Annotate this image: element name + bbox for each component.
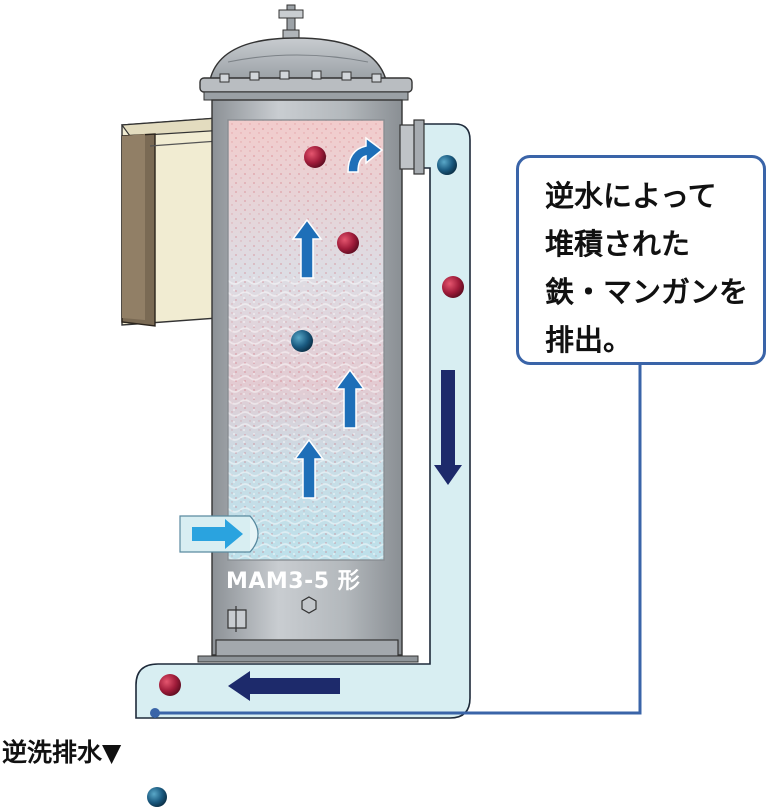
callout-line: 排出。: [545, 323, 633, 357]
inlet-arrow-icon: [192, 519, 243, 549]
down-arrow-icon: [434, 370, 462, 485]
manganese-particle: [437, 155, 457, 175]
callout-anchor-dot: [150, 708, 160, 718]
callout-line: 鉄・マンガンを: [545, 275, 749, 309]
control-panel: [120, 117, 228, 327]
callout-leader: [155, 365, 642, 715]
drain-label: 逆洗排水▼: [2, 738, 122, 767]
callout-line: 堆積された: [545, 227, 691, 261]
up-arrow-icon: [291, 218, 323, 279]
manganese-particle: [291, 330, 313, 352]
up-arrow-icon: [334, 368, 366, 429]
left-arrow-icon: [228, 671, 340, 701]
curved-arrow-icon: [347, 136, 384, 173]
callout-box: 逆水によって 堆積された 鉄・マンガンを 排出。: [516, 155, 766, 365]
backwash-pipe-outer: [135, 123, 471, 719]
up-arrow-icon: [293, 438, 325, 499]
iron-particle: [442, 276, 464, 298]
callout-line: 逆水によって: [545, 179, 717, 213]
manganese-particle: [147, 787, 167, 807]
model-label: MAM3-5 形: [226, 569, 361, 594]
iron-particle: [337, 232, 359, 254]
iron-particle: [304, 146, 326, 168]
iron-particle: [159, 674, 181, 696]
